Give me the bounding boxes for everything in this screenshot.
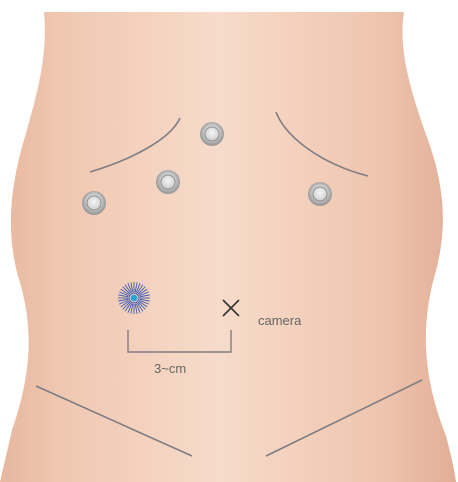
- camera-label: camera: [258, 313, 302, 328]
- trocar-port-icon: [200, 122, 224, 146]
- trocar-port-icon: [82, 191, 106, 215]
- distance-label: 3~cm: [154, 361, 186, 376]
- starburst-incision-icon: [118, 282, 150, 314]
- trocar-port-icon: [308, 182, 332, 206]
- torso-outline: [0, 12, 456, 482]
- trocar-port-icon: [156, 170, 180, 194]
